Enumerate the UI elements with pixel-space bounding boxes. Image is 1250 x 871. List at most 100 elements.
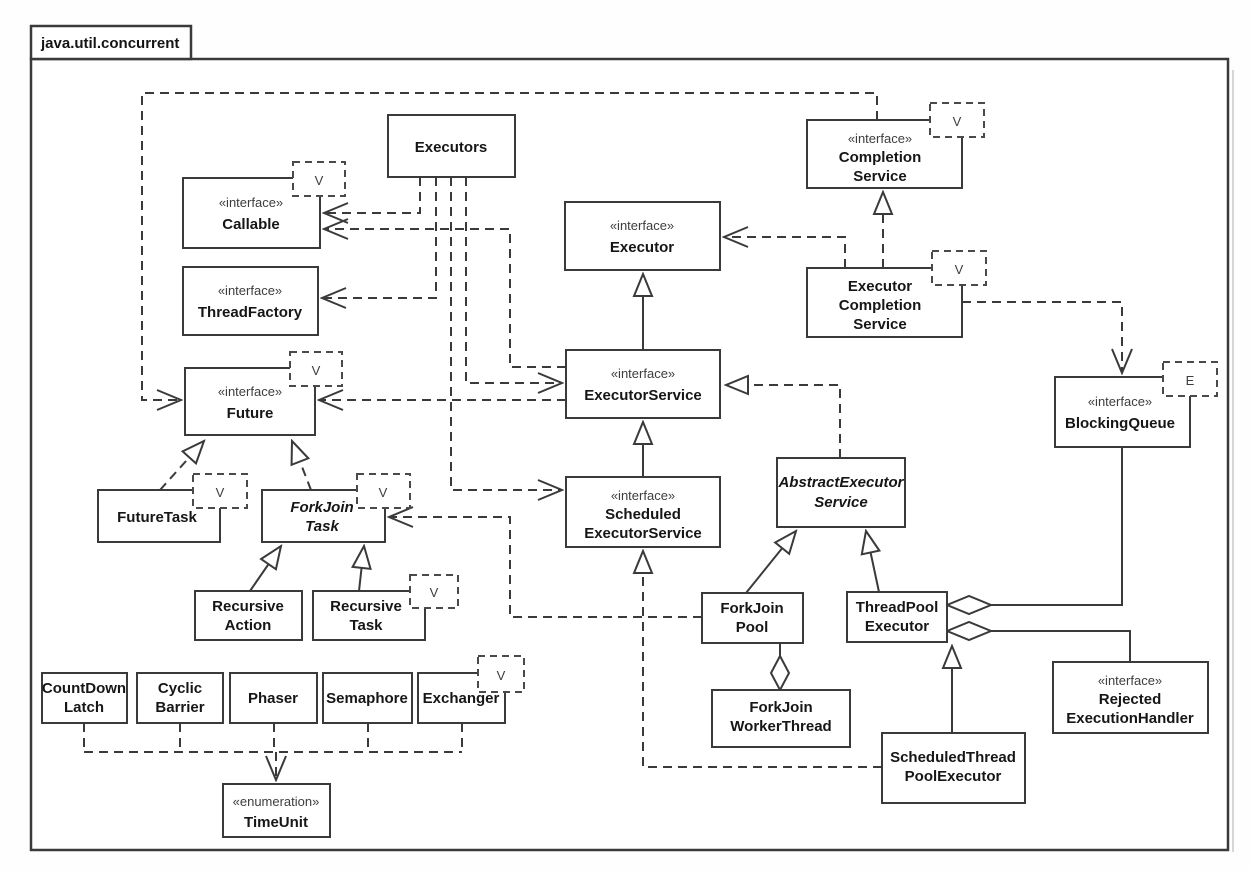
class-name: Service: [853, 316, 906, 333]
class-name: Task: [349, 617, 383, 634]
nodes: Executors V «interface» Callable «interf…: [41, 102, 1218, 838]
type-param-box: [929, 102, 985, 138]
type-param: V: [315, 173, 324, 188]
class-name: Completion: [839, 149, 922, 166]
class-name: Latch: [64, 699, 104, 716]
edge-recursiveaction-forkjointask-generalization: [249, 546, 281, 592]
type-param: E: [1186, 373, 1195, 388]
type-param: V: [312, 363, 321, 378]
class-forkjoinpool: ForkJoin Pool: [701, 592, 804, 644]
interface-executorservice: «interface» ExecutorService: [565, 349, 721, 419]
stereotype-label: «interface»: [1098, 673, 1162, 688]
edge-executorcompletionservice-executor-dependency: [724, 237, 846, 268]
class-name: FutureTask: [117, 509, 197, 526]
class-semaphore: Semaphore: [322, 672, 413, 724]
class-name: CountDown: [42, 680, 126, 697]
edge-executors-callable-dependency: [324, 177, 421, 213]
interface-blockingqueue: E «interface» BlockingQueue: [1054, 361, 1218, 448]
class-name: Exchanger: [423, 690, 500, 707]
class-name: AbstractExecutor: [777, 474, 904, 491]
edge-forkjoinpool-forkjointask-dependency: [389, 517, 702, 618]
type-param: V: [379, 485, 388, 500]
class-cyclicbarrier: Cyclic Barrier: [136, 672, 224, 724]
edges: [83, 92, 1131, 780]
class-phaser: Phaser: [229, 672, 318, 724]
class-name: ForkJoin: [749, 699, 812, 716]
interface-threadfactory: «interface» ThreadFactory: [182, 266, 319, 336]
class-name: Executor: [865, 618, 929, 635]
class-name: Executor: [848, 278, 912, 295]
interface-rejectedexecutionhandler: «interface» Rejected ExecutionHandler: [1052, 661, 1209, 734]
edge-threadpoolexecutor-rejectedexecutionhandler-aggregation: [991, 630, 1131, 662]
class-name: Action: [225, 617, 272, 634]
class-executors: Executors: [387, 114, 516, 178]
class-futuretask: V FutureTask: [97, 473, 248, 543]
class-recursivetask: V Recursive Task: [312, 574, 459, 641]
class-threadpoolexecutor: ThreadPool Executor: [846, 591, 948, 643]
type-param-box: [1162, 361, 1218, 397]
stereotype-label: «interface»: [1088, 394, 1152, 409]
stereotype-label: «interface»: [219, 195, 283, 210]
class-name: Barrier: [155, 699, 204, 716]
interface-executor: «interface» Executor: [564, 201, 721, 271]
class-name: PoolExecutor: [905, 768, 1002, 785]
class-name: Cyclic: [158, 680, 202, 697]
package-tab: [29, 24, 193, 61]
class-name: ForkJoin: [290, 499, 353, 516]
class-name: ExecutorService: [584, 525, 702, 542]
class-exchanger: V Exchanger: [417, 655, 525, 724]
aggregation-diamond-rejectedexecutionhandler: [944, 620, 994, 642]
class-name: Scheduled: [605, 506, 681, 523]
type-param: V: [430, 585, 439, 600]
class-scheduledthreadpoolexecutor: ScheduledThread PoolExecutor: [881, 732, 1026, 804]
class-name: ThreadPool: [856, 599, 939, 616]
edge-futuretask-future-realization: [159, 441, 204, 491]
class-name: TimeUnit: [244, 814, 308, 831]
type-param: V: [216, 485, 225, 500]
class-name: Callable: [222, 216, 280, 233]
edge-executorservice-callable-dependency: [324, 229, 566, 368]
class-name: Executor: [610, 239, 674, 256]
abstract-class-abstractexecutorservice: AbstractExecutor Service: [776, 457, 906, 528]
class-name: Service: [853, 168, 906, 185]
class-name: WorkerThread: [730, 718, 831, 735]
stereotype-label: «interface»: [611, 366, 675, 381]
interface-callable: V «interface» Callable: [182, 161, 346, 249]
type-param-box: [292, 161, 346, 197]
type-param-box: [356, 473, 411, 509]
stereotype-label: «interface»: [848, 131, 912, 146]
class-name: Completion: [839, 297, 922, 314]
type-param-box: [477, 655, 525, 693]
type-param: V: [955, 262, 964, 277]
edge-completionservice-future-dependency: [141, 92, 878, 400]
type-param-box: [409, 574, 459, 609]
class-name: Semaphore: [326, 690, 408, 707]
class-countdownlatch: CountDown Latch: [41, 672, 128, 724]
class-name: ThreadFactory: [198, 304, 303, 321]
class-executorcompletionservice: V Executor Completion Service: [806, 250, 987, 338]
interface-future: V «interface» Future: [184, 351, 343, 436]
class-name: Recursive: [212, 598, 284, 615]
class-name: ForkJoin: [720, 600, 783, 617]
class-name: Phaser: [248, 690, 298, 707]
type-param-box: [192, 473, 248, 509]
stereotype-label: «interface»: [611, 488, 675, 503]
class-name: Pool: [736, 619, 769, 636]
interface-completionservice: V «interface» Completion Service: [806, 102, 985, 189]
type-param: V: [953, 114, 962, 129]
enumeration-timeunit: «enumeration» TimeUnit: [222, 783, 331, 838]
type-param: V: [497, 668, 506, 683]
class-name: ScheduledThread: [890, 749, 1016, 766]
abstract-class-forkjointask: V ForkJoin Task: [261, 473, 411, 543]
type-param-box: [289, 351, 343, 387]
class-forkjoinworkerthread: ForkJoin WorkerThread: [711, 689, 851, 748]
class-name: Task: [305, 518, 339, 535]
edge-executors-executorservice-dependency: [465, 177, 562, 383]
edge-threadpoolexecutor-blockingqueue-aggregation: [991, 447, 1123, 606]
aggregation-diamond-blockingqueue: [944, 594, 994, 616]
class-name: Executors: [415, 139, 488, 156]
type-param-box: [931, 250, 987, 286]
edge-forkjointask-future-realization: [292, 441, 312, 491]
